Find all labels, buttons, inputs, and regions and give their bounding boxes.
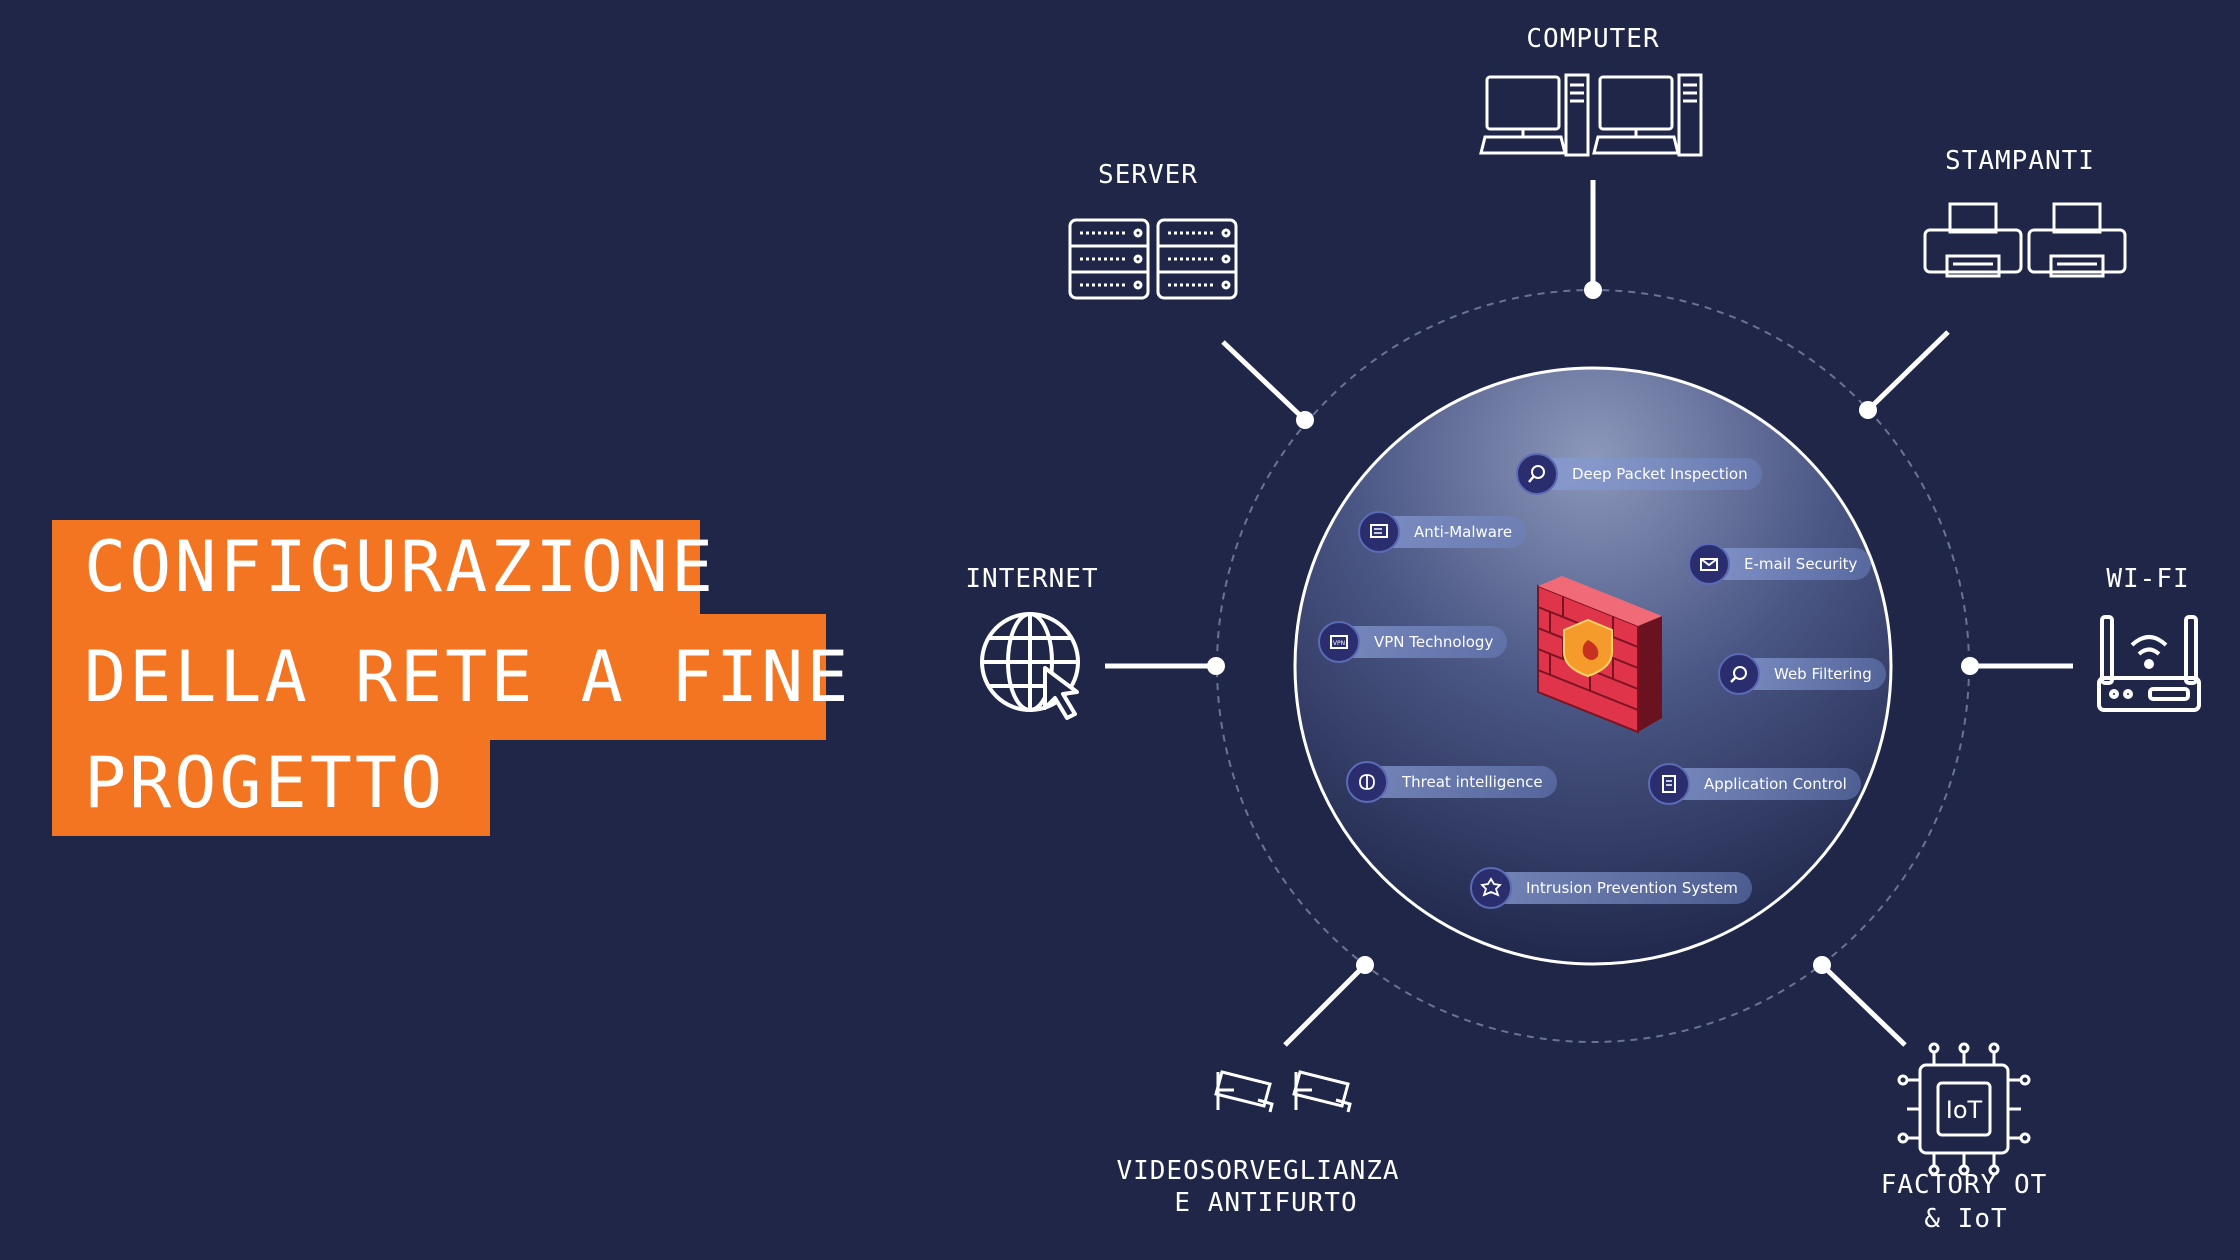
ips-icon: [1470, 867, 1512, 909]
feature-application-control: Application Control: [1648, 763, 1861, 805]
svg-text:VPN: VPN: [1333, 640, 1345, 647]
title-line-3: PROGETTO: [52, 738, 490, 836]
feature-vpn-technology: VPN VPN Technology: [1318, 621, 1508, 663]
label-videosorveglianza-line2: E ANTIFURTO: [1174, 1188, 1358, 1218]
router-icon: [2097, 615, 2201, 712]
feature-threat-intelligence: Threat intelligence: [1346, 761, 1557, 803]
connectors: [1105, 180, 2073, 1047]
feature-label: Threat intelligence: [1402, 773, 1543, 791]
feature-deep-packet-inspection: Deep Packet Inspection: [1516, 453, 1762, 495]
app-control-icon: [1648, 763, 1690, 805]
email-icon: [1688, 543, 1730, 585]
server-icon: [1068, 218, 1238, 300]
firewall-icon: [1537, 576, 1662, 734]
web-filter-icon: [1718, 653, 1760, 695]
brain-icon: [1346, 761, 1388, 803]
title-line-2: DELLA RETE A FINE: [52, 614, 848, 740]
label-server: SERVER: [1098, 160, 1198, 190]
magnifier-icon: [1516, 453, 1558, 495]
globe-icon: [980, 612, 1080, 720]
feature-anti-malware: Anti-Malware: [1358, 511, 1527, 553]
feature-label: Application Control: [1704, 775, 1847, 793]
feature-label: E-mail Security: [1744, 555, 1858, 573]
iot-chip-icon: IoT: [1897, 1042, 2031, 1176]
label-videosorveglianza-line1: VIDEOSORVEGLIANZA: [1116, 1156, 1400, 1186]
feature-email-security: E-mail Security: [1688, 543, 1872, 585]
feature-intrusion-prevention-system: Intrusion Prevention System: [1470, 867, 1752, 909]
computer-icon: [1479, 73, 1703, 157]
iot-chip-text: IoT: [1946, 1096, 1983, 1124]
label-stampanti: STAMPANTI: [1945, 146, 2095, 176]
feature-label: Web Filtering: [1774, 665, 1872, 683]
feature-label: Deep Packet Inspection: [1572, 465, 1748, 483]
feature-label: VPN Technology: [1374, 633, 1494, 651]
feature-label: Intrusion Prevention System: [1526, 879, 1738, 897]
label-factory-line1: FACTORY OT: [1880, 1170, 2048, 1200]
camera-icon: [1214, 1070, 1352, 1113]
malware-icon: [1358, 511, 1400, 553]
feature-label: Anti-Malware: [1414, 523, 1513, 541]
vpn-icon: VPN: [1318, 621, 1360, 663]
feature-web-filtering: Web Filtering: [1718, 653, 1886, 695]
label-wifi: WI-FI: [2106, 564, 2190, 594]
title-line-1: CONFIGURAZIONE: [52, 520, 713, 616]
label-internet: INTERNET: [965, 564, 1099, 594]
printer-icon: [1923, 202, 2127, 278]
label-computer: COMPUTER: [1526, 24, 1660, 54]
label-factory-line2: & IoT: [1924, 1204, 2008, 1234]
